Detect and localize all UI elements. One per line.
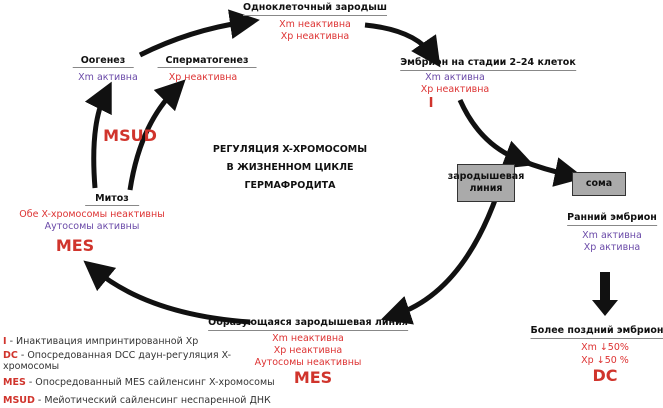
title-line-3: ГЕРМАФРОДИТА (244, 180, 336, 191)
arrow-forming-to-mes (83, 260, 251, 325)
forming-germline-label: Образующаяся зародышевая линия (208, 317, 408, 331)
germline-box: зародышевая линия (448, 164, 524, 202)
late-embryo-label: Более поздний эмбрион (530, 325, 663, 339)
msud-mark: MSUD (103, 126, 157, 145)
arrow-zygote-to-embryo (364, 22, 441, 68)
forming-xp: Xp неактивна (273, 345, 343, 356)
dc-mark: DC (592, 366, 618, 385)
forming-autosomes: Аутосомы неактивны (254, 357, 362, 368)
mark-i: I (428, 96, 434, 111)
legend-item-dc: DC - Опосредованная DCC даун-регуляция X… (3, 350, 232, 372)
oogenesis-xm: Xm активна (78, 72, 138, 83)
zygote-xp: Xp неактивна (280, 31, 350, 42)
forming-mes-mark: MES (293, 368, 333, 387)
mitosis-autosomes: Аутосомы активны (44, 221, 140, 232)
oogenesis-label: Оогенез (72, 55, 134, 68)
embryo-2-24-label: Эмбрион на стадии 2–24 клеток (400, 57, 576, 71)
late-xm: Xm ↓50% (581, 342, 629, 353)
mitosis-x: Обе X-хромосомы неактивны (19, 209, 165, 220)
zygote-xm: Xm неактивна (279, 19, 351, 30)
title-line-1: РЕГУЛЯЦИЯ X-ХРОМОСОМЫ (212, 144, 368, 155)
soma-box: сома (572, 172, 626, 196)
legend-item-msud: MSUD - Мейотический сайленсинг неспаренн… (3, 395, 271, 406)
late-xp: Xp ↓50 % (581, 355, 629, 366)
legend-item-i: I - Инактивация импринтированной Xp (3, 336, 199, 347)
zygote-label: Одноклеточный зародыш (243, 2, 387, 16)
early-xm: Xm активна (582, 230, 642, 241)
arrow-oogenesis-to-zygote (138, 9, 260, 58)
legend-item-mes: MES - Опосредованный MES сайленсинг X-хр… (3, 377, 275, 388)
forming-xm: Xm неактивна (272, 333, 344, 344)
arrow-embryo-to-split (457, 98, 535, 169)
mitosis-label: Митоз (85, 193, 139, 206)
title-line-2: В ЖИЗНЕННОМ ЦИКЛЕ (226, 162, 354, 173)
embryo-xm: Xm активна (425, 72, 485, 83)
down-arrow-icon (592, 272, 618, 316)
early-xp: Xp активна (583, 242, 641, 253)
arrow-mitosis-to-spermatogenesis (127, 79, 186, 191)
spermatogenesis-label: Сперматогенез (157, 55, 257, 68)
early-embryo-label: Ранний эмбрион (567, 212, 657, 226)
mitosis-mes-mark: MES (55, 236, 95, 255)
arrow-to-soma (519, 157, 585, 187)
spermatogenesis-xp: Xp неактивна (168, 72, 238, 83)
embryo-xp: Xp неактивна (420, 84, 490, 95)
arrow-mitosis-to-oogenesis (84, 81, 112, 189)
